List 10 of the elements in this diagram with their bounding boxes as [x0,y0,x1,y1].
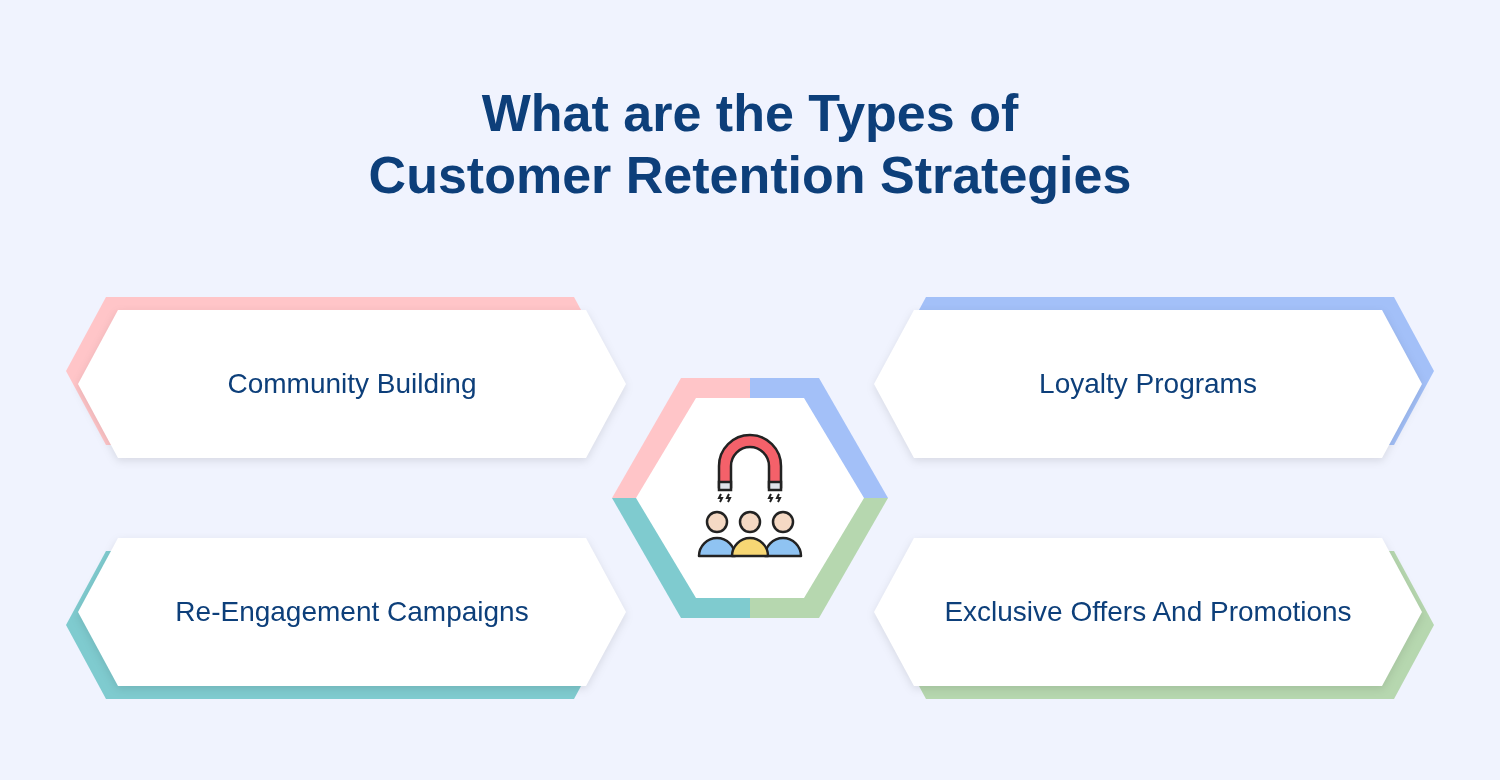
hexagon-card [66,297,626,458]
hexagon-card [66,538,626,699]
strategy-label: Community Building [227,367,477,401]
strategy-label: Re-Engagement Campaigns [175,595,529,629]
hexagon-card [874,538,1434,699]
strategy-label: Loyalty Programs [1039,367,1257,401]
hexagon-card [874,297,1434,458]
title: What are the Types of Customer Retention Strategies [367,83,1133,206]
strategy-label: Exclusive Offers And Promotions [944,595,1352,629]
hexagon-badge [612,378,888,618]
